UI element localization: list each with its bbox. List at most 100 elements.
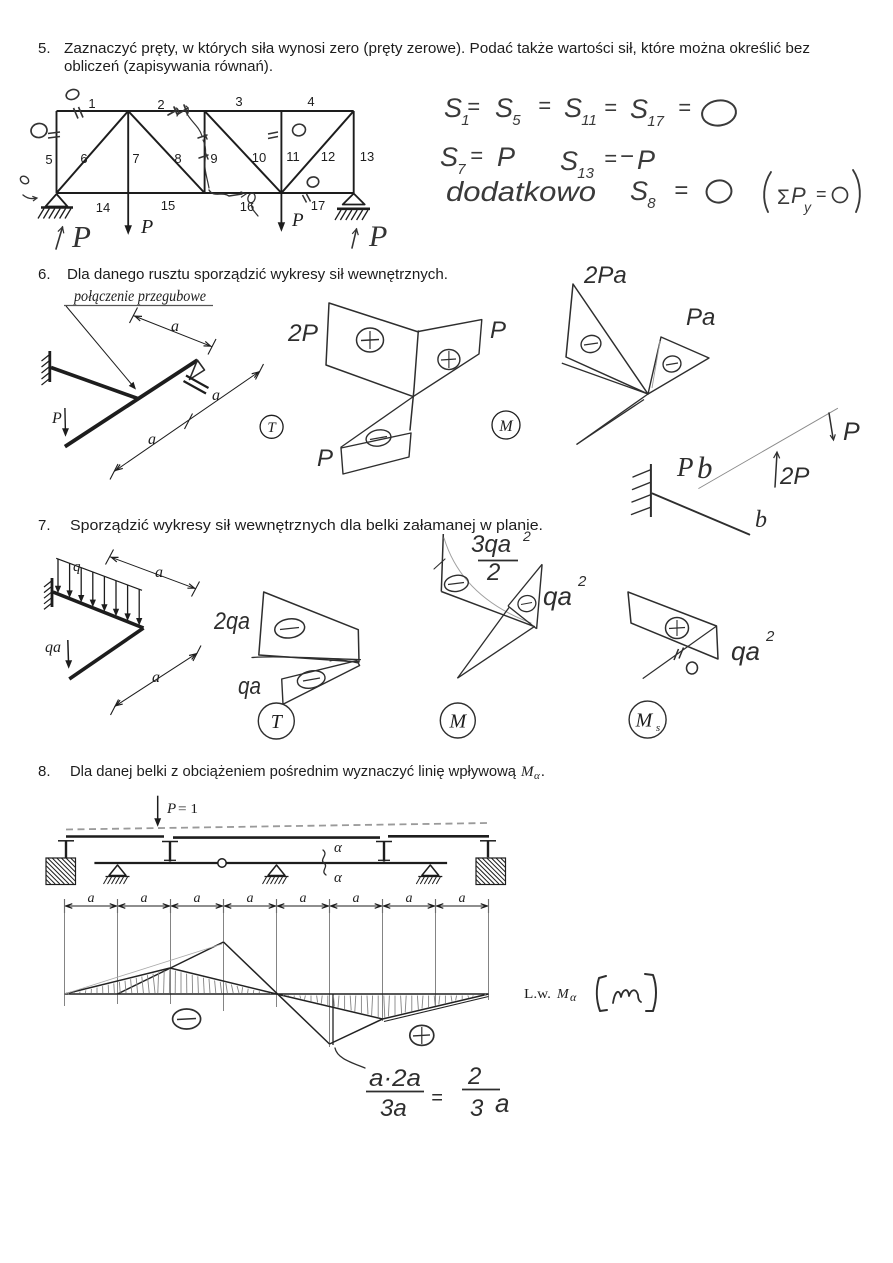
svg-text:a: a: [247, 891, 254, 906]
svg-text:2: 2: [467, 1063, 481, 1090]
svg-text:10: 10: [252, 150, 266, 165]
svg-text:8: 8: [647, 195, 656, 212]
svg-text:P: P: [51, 410, 62, 427]
svg-text:qa: qa: [731, 636, 760, 666]
svg-text:14: 14: [96, 200, 110, 215]
svg-text:2: 2: [522, 528, 531, 544]
svg-text:qa: qa: [543, 581, 572, 611]
svg-text:α: α: [334, 840, 343, 856]
svg-text:=: =: [431, 1087, 443, 1109]
svg-text:P: P: [497, 142, 515, 172]
svg-text:3a: 3a: [380, 1095, 407, 1122]
svg-text:S: S: [630, 94, 648, 124]
svg-text:13: 13: [360, 149, 374, 164]
svg-text:15: 15: [161, 198, 175, 213]
svg-text:2P: 2P: [287, 320, 318, 347]
svg-text:dodatkowo: dodatkowo: [446, 176, 596, 207]
svg-text:y: y: [803, 199, 812, 215]
svg-text:2: 2: [765, 628, 775, 645]
svg-text:P: P: [676, 452, 694, 482]
svg-text:b: b: [755, 507, 767, 533]
svg-text:q: q: [73, 559, 81, 575]
svg-text:a: a: [459, 891, 466, 906]
svg-text:11: 11: [581, 112, 597, 129]
svg-text:P: P: [490, 317, 506, 344]
svg-text:S: S: [444, 93, 462, 123]
svg-text:a: a: [212, 387, 220, 404]
svg-text:M: M: [498, 418, 514, 435]
svg-text:1: 1: [461, 112, 469, 129]
svg-text:połączenie przegubowe: połączenie przegubowe: [73, 288, 206, 305]
svg-text:Dla danej belki z obciążeniem: Dla danej belki z obciążeniem pośrednim …: [70, 763, 517, 780]
svg-text:−: −: [620, 143, 634, 170]
svg-text:= 1: = 1: [178, 802, 198, 817]
svg-text:3: 3: [235, 94, 242, 109]
svg-text:7: 7: [132, 151, 139, 166]
svg-text:2P: 2P: [779, 463, 809, 490]
svg-text:P: P: [71, 219, 91, 254]
svg-text:a: a: [353, 891, 360, 906]
svg-text:2: 2: [157, 97, 164, 112]
svg-text:S: S: [495, 93, 513, 123]
svg-text:Zaznaczyć pręty, w których sił: Zaznaczyć pręty, w których siła wynosi z…: [64, 40, 810, 57]
svg-text:a: a: [152, 669, 160, 686]
svg-text:6: 6: [80, 151, 87, 166]
svg-text:a: a: [155, 564, 163, 581]
svg-text:T: T: [267, 420, 277, 436]
svg-text:=: =: [604, 95, 617, 120]
svg-text:Sporządzić wykresy sił wewnętr: Sporządzić wykresy sił wewnętrznych dla …: [70, 517, 543, 534]
svg-text:P: P: [843, 418, 860, 446]
svg-text:Σ: Σ: [777, 186, 790, 209]
svg-text:P: P: [791, 183, 806, 208]
svg-text:obliczeń (zapisywania równań).: obliczeń (zapisywania równań).: [64, 58, 273, 75]
svg-text:P: P: [317, 445, 333, 472]
svg-text:=: =: [674, 177, 688, 204]
svg-text:L.w.: L.w.: [524, 987, 551, 1002]
svg-text:M: M: [635, 710, 654, 732]
svg-text:5: 5: [512, 112, 521, 129]
svg-text:α: α: [534, 770, 540, 782]
svg-text:qa: qa: [238, 673, 261, 700]
svg-text:a: a: [88, 891, 95, 906]
svg-text:8.: 8.: [38, 763, 51, 780]
svg-text:1: 1: [88, 96, 95, 111]
svg-text:3: 3: [470, 1095, 484, 1122]
svg-text:4: 4: [307, 94, 314, 109]
svg-text:5: 5: [45, 152, 52, 167]
svg-text:S: S: [630, 176, 648, 206]
svg-text:7: 7: [457, 161, 466, 178]
svg-text:S: S: [564, 93, 582, 123]
svg-text:S: S: [560, 146, 578, 176]
svg-text:a: a: [406, 891, 413, 906]
svg-text:T: T: [271, 711, 284, 733]
svg-text:.: .: [541, 764, 545, 780]
svg-text:P: P: [368, 220, 387, 253]
svg-text:M: M: [448, 711, 467, 733]
svg-text:a: a: [300, 891, 307, 906]
svg-text:2qa: 2qa: [213, 608, 250, 635]
svg-text:2: 2: [577, 573, 587, 590]
svg-text:12: 12: [321, 149, 335, 164]
svg-text:=: =: [538, 93, 551, 118]
svg-text:13: 13: [577, 165, 594, 182]
svg-text:7.: 7.: [38, 517, 51, 534]
svg-text:P: P: [140, 216, 153, 238]
svg-text:b: b: [697, 450, 713, 485]
svg-text:Dla danego rusztu sporządzić w: Dla danego rusztu sporządzić wykresy sił…: [67, 266, 448, 283]
svg-text:α: α: [570, 990, 577, 1004]
svg-text:qa: qa: [45, 639, 61, 656]
svg-text:P: P: [637, 145, 655, 175]
svg-text:2: 2: [486, 559, 500, 586]
svg-text:P: P: [166, 801, 176, 817]
svg-text:α: α: [334, 870, 343, 886]
svg-text:17: 17: [647, 113, 664, 130]
svg-text:9: 9: [210, 151, 217, 166]
svg-text:17: 17: [311, 198, 325, 213]
svg-text:M: M: [520, 764, 535, 780]
svg-text:3qa: 3qa: [471, 531, 511, 558]
svg-text:a: a: [141, 891, 148, 906]
svg-text:8: 8: [174, 151, 181, 166]
svg-text:=: =: [816, 184, 827, 204]
svg-text:6.: 6.: [38, 266, 51, 283]
svg-text:S: S: [440, 142, 458, 172]
